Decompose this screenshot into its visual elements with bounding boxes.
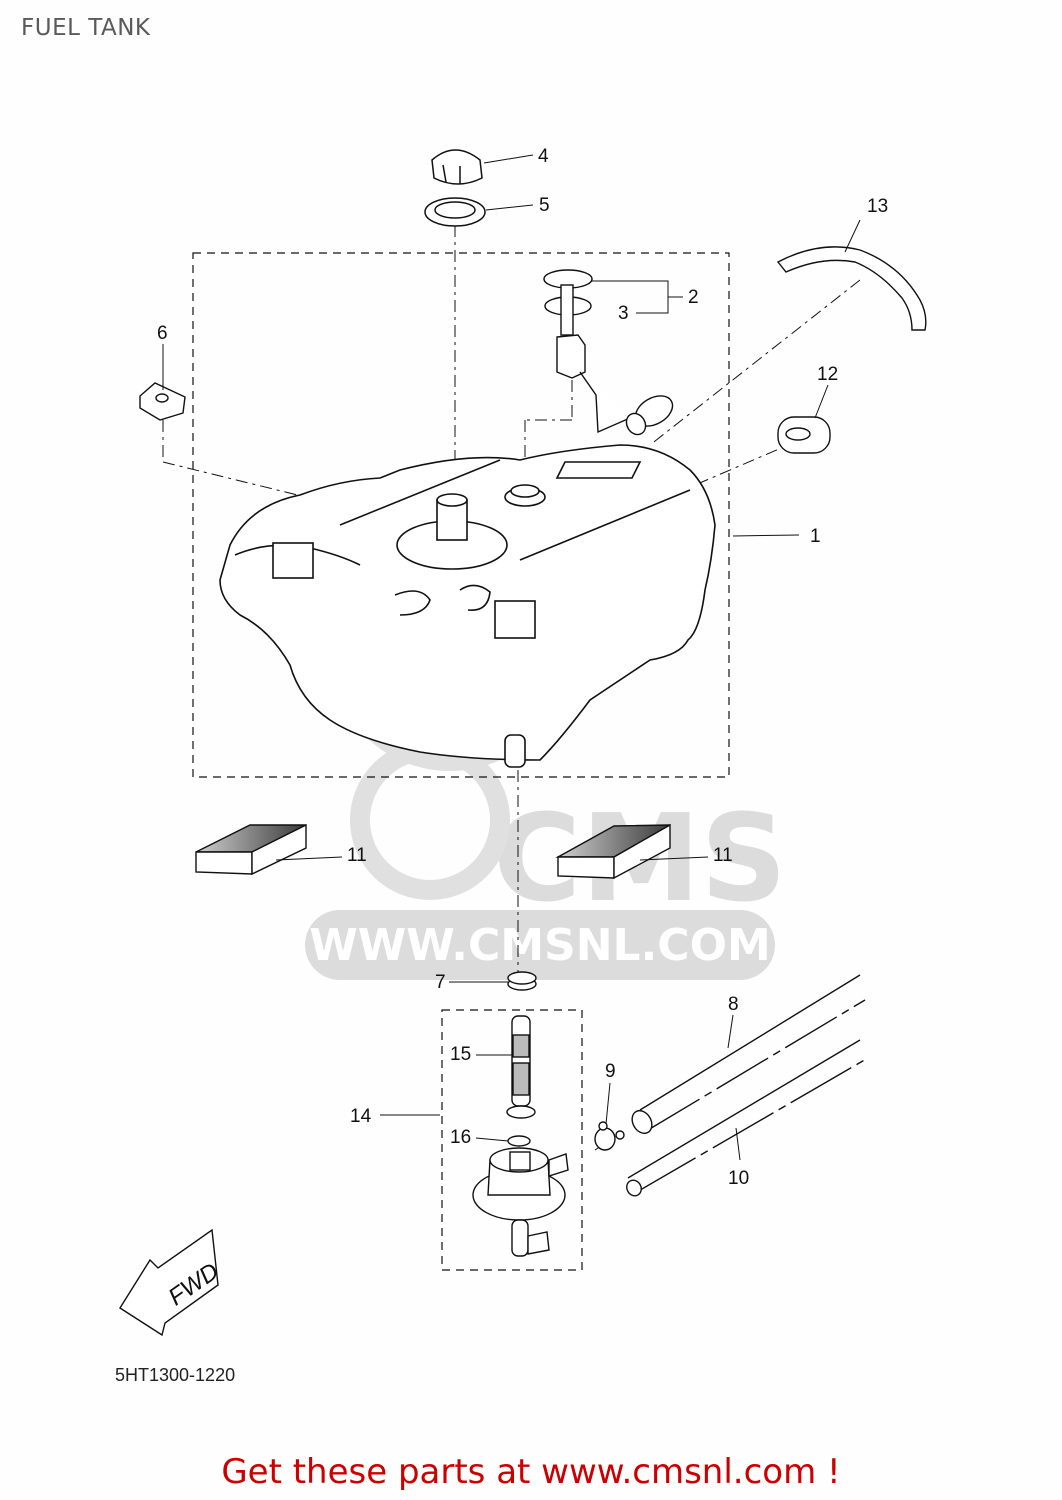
callout-8: 8 [728, 994, 739, 1015]
page-title: FUEL TANK [21, 15, 151, 41]
grommet-part [777, 416, 831, 454]
callout-7: 7 [435, 972, 446, 993]
tank-boundary [192, 252, 730, 778]
callout-12: 12 [817, 364, 838, 385]
fuel-cock-part [472, 1015, 569, 1257]
callout-2: 2 [688, 287, 699, 308]
fuel-sender-part [543, 269, 674, 436]
hose-clamp-part [507, 971, 537, 991]
callout-4: 4 [538, 146, 549, 167]
tank-strap-part [776, 246, 927, 331]
watermark-url: WWW.CMSNL.COM [309, 920, 771, 971]
fuel-cap-part [431, 149, 483, 185]
damper-pad-right-part [555, 823, 671, 880]
clip-nut-part [139, 382, 186, 421]
callout-14: 14 [350, 1106, 372, 1127]
callout-15: 15 [450, 1044, 471, 1065]
hoses-part [594, 974, 869, 1197]
assembly-lines [162, 200, 861, 1151]
footer-cta-link[interactable]: Get these parts at www.cmsnl.com ! [221, 1452, 841, 1492]
callout-1: 1 [810, 526, 821, 547]
damper-pad-left-part [195, 823, 307, 876]
fwd-arrow-icon: FWD [119, 1228, 224, 1337]
diagram-code: 5HT1300-1220 [115, 1365, 236, 1385]
leader-lines [162, 154, 861, 1161]
callout-13: 13 [867, 196, 888, 217]
callout-6: 6 [157, 323, 168, 344]
callout-11-left: 11 [347, 845, 367, 866]
callout-3: 3 [618, 303, 629, 324]
callout-16: 16 [450, 1127, 471, 1148]
cap-seal-part [424, 197, 486, 227]
callout-10: 10 [728, 1168, 749, 1189]
fuel-cock-boundary [441, 1009, 583, 1271]
callout-11-right: 11 [713, 845, 733, 866]
callout-9: 9 [605, 1061, 616, 1082]
callout-5: 5 [539, 195, 550, 216]
fuel-tank-part [219, 444, 716, 768]
